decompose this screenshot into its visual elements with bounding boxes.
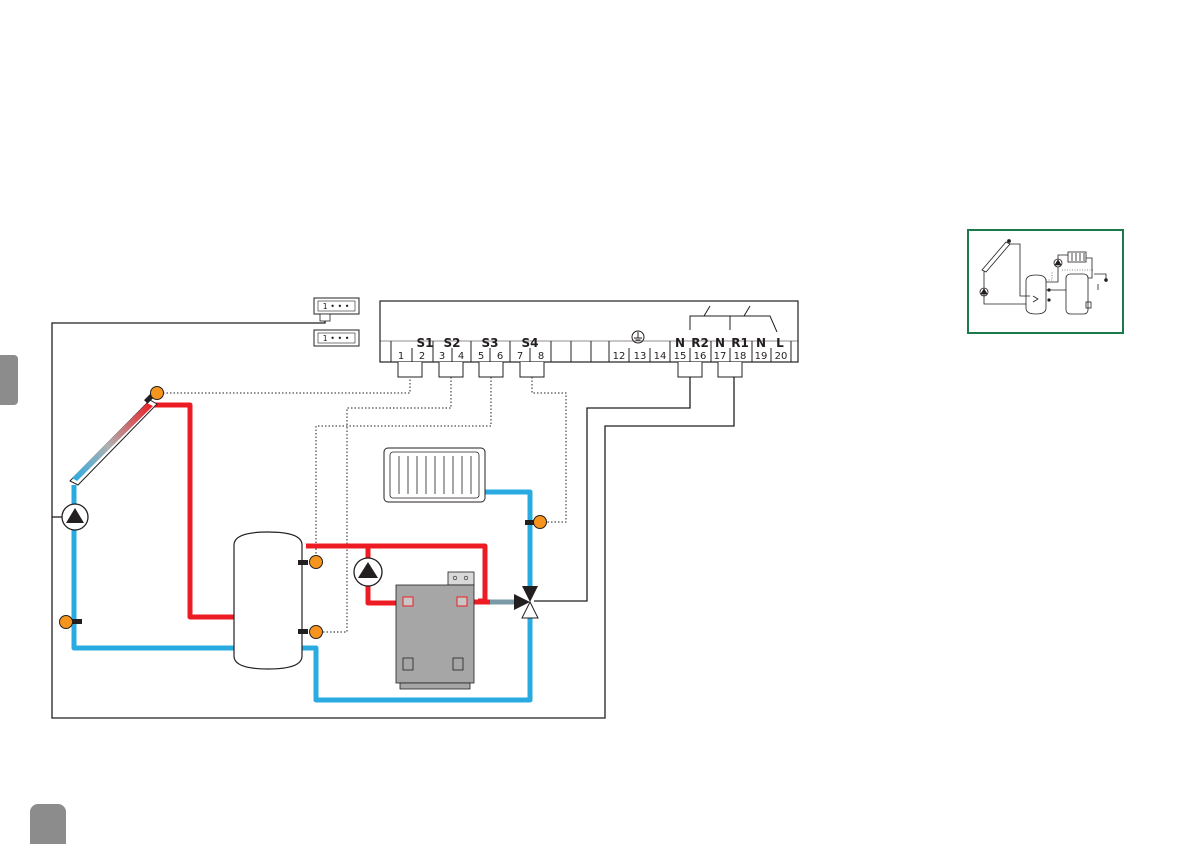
wiring-loop <box>52 310 734 718</box>
terminal-5: 5 <box>478 351 484 362</box>
thumbnail-schematic <box>968 230 1123 333</box>
terminal-6: 6 <box>497 351 503 362</box>
terminal-15: 15 <box>674 351 687 362</box>
connector-1: 1 • • • <box>314 298 359 321</box>
sensor-label-s4: S4 <box>522 336 539 350</box>
terminal-plugs <box>398 362 742 377</box>
connector-2-label: 1 • • • <box>323 334 350 343</box>
connector-2: 1 • • • <box>314 330 359 346</box>
terminal-17: 17 <box>714 351 727 362</box>
relay-label-l: L <box>776 336 784 350</box>
controller-terminal-strip: S1 S2 S3 S4 N R2 N R1 N L 1 2 3 4 5 6 7 … <box>380 301 798 362</box>
relay-label-r1: R1 <box>731 336 749 350</box>
terminal-20: 20 <box>775 351 788 362</box>
terminal-4: 4 <box>458 351 464 362</box>
sensor-label-s2: S2 <box>444 336 461 350</box>
terminal-7: 7 <box>517 351 523 362</box>
terminal-16: 16 <box>694 351 707 362</box>
terminal-3: 3 <box>439 351 445 362</box>
solar-collector-icon <box>70 393 157 485</box>
boiler-icon <box>396 572 474 689</box>
pump-icon <box>62 504 88 530</box>
relay-label-n1: N <box>675 336 685 350</box>
terminal-19: 19 <box>755 351 768 362</box>
radiator-icon <box>384 448 485 502</box>
three-way-valve-icon <box>514 586 538 618</box>
terminal-14: 14 <box>654 351 667 362</box>
storage-tank-icon <box>234 532 302 669</box>
terminal-12: 12 <box>613 351 626 362</box>
terminal-2: 2 <box>419 351 425 362</box>
sensor-label-s3: S3 <box>482 336 499 350</box>
relay-label-r2: R2 <box>691 336 709 350</box>
sensor-label-s1: S1 <box>417 336 434 350</box>
terminal-13: 13 <box>634 351 647 362</box>
terminal-1: 1 <box>398 351 404 362</box>
relay-label-n2: N <box>715 336 725 350</box>
heat-exchanger-coil <box>266 602 515 646</box>
terminal-18: 18 <box>734 351 747 362</box>
sensor-wiring <box>163 377 566 632</box>
terminal-8: 8 <box>538 351 544 362</box>
relay-label-n3: N <box>756 336 766 350</box>
pump-icon <box>354 558 382 586</box>
connector-1-label: 1 • • • <box>323 302 350 311</box>
